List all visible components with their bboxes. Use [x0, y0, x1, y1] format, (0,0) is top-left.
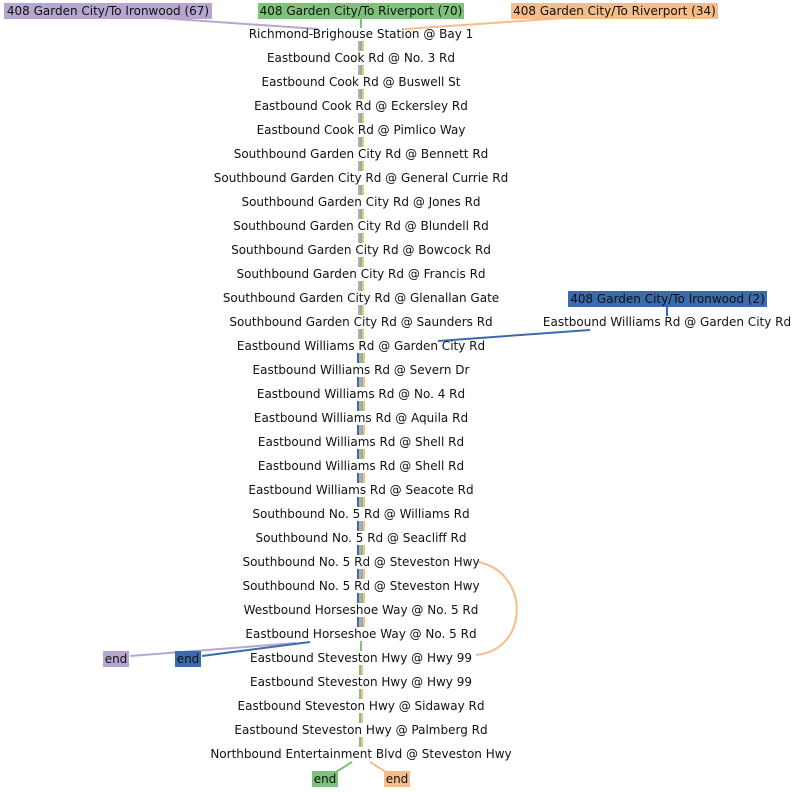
route-boxes: 408 Garden City/To Ironwood (67) 408 Gard… [4, 3, 767, 787]
route-67-label-bg [4, 3, 212, 19]
route-70-end-text: end [314, 772, 337, 786]
stop-labels: Richmond-Brighouse Station @ Bay 1 Eastbo… [210, 27, 791, 761]
route-67-end-text: end [105, 652, 128, 666]
stop-label: Eastbound Williams Rd @ No. 4 Rd [257, 387, 465, 401]
stop-label: Southbound Garden City Rd @ Bowcock Rd [231, 243, 491, 257]
stop-label: Eastbound Steveston Hwy @ Sidaway Rd [238, 699, 485, 713]
stop-label: Eastbound Horseshoe Way @ No. 5 Rd [245, 627, 476, 641]
route-34-label-bg [511, 3, 718, 19]
route-67-label: 408 Garden City/To Ironwood (67) [4, 3, 212, 19]
stop-label: Eastbound Cook Rd @ Pimlico Way [257, 123, 466, 137]
route-70-label-bg [258, 3, 464, 19]
stop-label: Southbound Garden City Rd @ Blundell Rd [233, 219, 488, 233]
route-67-end-connector [129, 642, 297, 657]
stop-label: Eastbound Steveston Hwy @ Hwy 99 [250, 651, 472, 665]
route-34-loop [475, 561, 518, 656]
stop-label: Southbound Garden City Rd @ Bennett Rd [234, 147, 489, 161]
stop-label: Eastbound Williams Rd @ Aquila Rd [254, 411, 468, 425]
route-2-end: end [175, 651, 201, 667]
route-2-join-connector [437, 329, 591, 342]
route-34-start-connector [404, 17, 566, 30]
route-34-end-connector [369, 761, 387, 773]
route-67-end-bg [103, 651, 129, 667]
route-2-end-text: end [177, 652, 200, 666]
stop-label: Eastbound Williams Rd @ Seacote Rd [248, 483, 473, 497]
stop-label: Westbound Horseshoe Way @ No. 5 Rd [244, 603, 479, 617]
stop-label: Southbound Garden City Rd @ Jones Rd [241, 195, 480, 209]
stop-label: Southbound No. 5 Rd @ Williams Rd [252, 507, 469, 521]
stop-label: Southbound No. 5 Rd @ Steveston Hwy [242, 579, 479, 593]
route-2-end-connector [201, 641, 311, 657]
stop-label: Southbound Garden City Rd @ Glenallan Ga… [223, 291, 499, 305]
stop-label: Eastbound Cook Rd @ Buswell St [262, 75, 461, 89]
stop-label: Eastbound Steveston Hwy @ Palmberg Rd [234, 723, 487, 737]
route-70-label-text: 408 Garden City/To Riverport (70) [260, 4, 463, 18]
stop-label: Southbound No. 5 Rd @ Seacliff Rd [256, 531, 467, 545]
stop-label: Eastbound Williams Rd @ Shell Rd [258, 459, 464, 473]
stop-label: Eastbound Steveston Hwy @ Hwy 99 [250, 675, 472, 689]
route-67-label-text: 408 Garden City/To Ironwood (67) [7, 4, 209, 18]
route-70-end-connector [335, 761, 353, 773]
stop-label: Eastbound Williams Rd @ Garden City Rd [237, 339, 485, 353]
side-stop-label: Eastbound Williams Rd @ Garden City Rd [543, 315, 791, 329]
route-67-end: end [103, 651, 129, 667]
stop-label: Southbound Garden City Rd @ General Curr… [214, 171, 508, 185]
stop-label: Eastbound Williams Rd @ Shell Rd [258, 435, 464, 449]
stop-label: Eastbound Williams Rd @ Severn Dr [253, 363, 470, 377]
route-67-start-connector [159, 17, 319, 30]
route-2-label-text: 408 Garden City/To Ironwood (2) [570, 292, 765, 306]
stop-label: Richmond-Brighouse Station @ Bay 1 [249, 27, 474, 41]
route-lines [129, 17, 668, 773]
route-34-label-text: 408 Garden City/To Riverport (34) [513, 4, 716, 18]
stop-label: Southbound No. 5 Rd @ Steveston Hwy [242, 555, 479, 569]
route-70-end-bg [312, 771, 338, 787]
stop-label: Eastbound Cook Rd @ No. 3 Rd [267, 51, 455, 65]
stop-label: Southbound Garden City Rd @ Saunders Rd [229, 315, 492, 329]
route-2-end-bg [175, 651, 201, 667]
stop-label: Northbound Entertainment Blvd @ Stevesto… [210, 747, 511, 761]
route-70-label: 408 Garden City/To Riverport (70) [258, 3, 464, 19]
stop-label: Eastbound Cook Rd @ Eckersley Rd [254, 99, 468, 113]
route-2-label: 408 Garden City/To Ironwood (2) [568, 291, 767, 307]
route-2-label-bg [568, 291, 767, 307]
route-34-end-bg [384, 771, 410, 787]
route-34-label: 408 Garden City/To Riverport (34) [511, 3, 718, 19]
route-34-end: end [384, 771, 410, 787]
stop-label: Southbound Garden City Rd @ Francis Rd [236, 267, 485, 281]
route-34-end-text: end [386, 772, 409, 786]
route-70-end: end [312, 771, 338, 787]
